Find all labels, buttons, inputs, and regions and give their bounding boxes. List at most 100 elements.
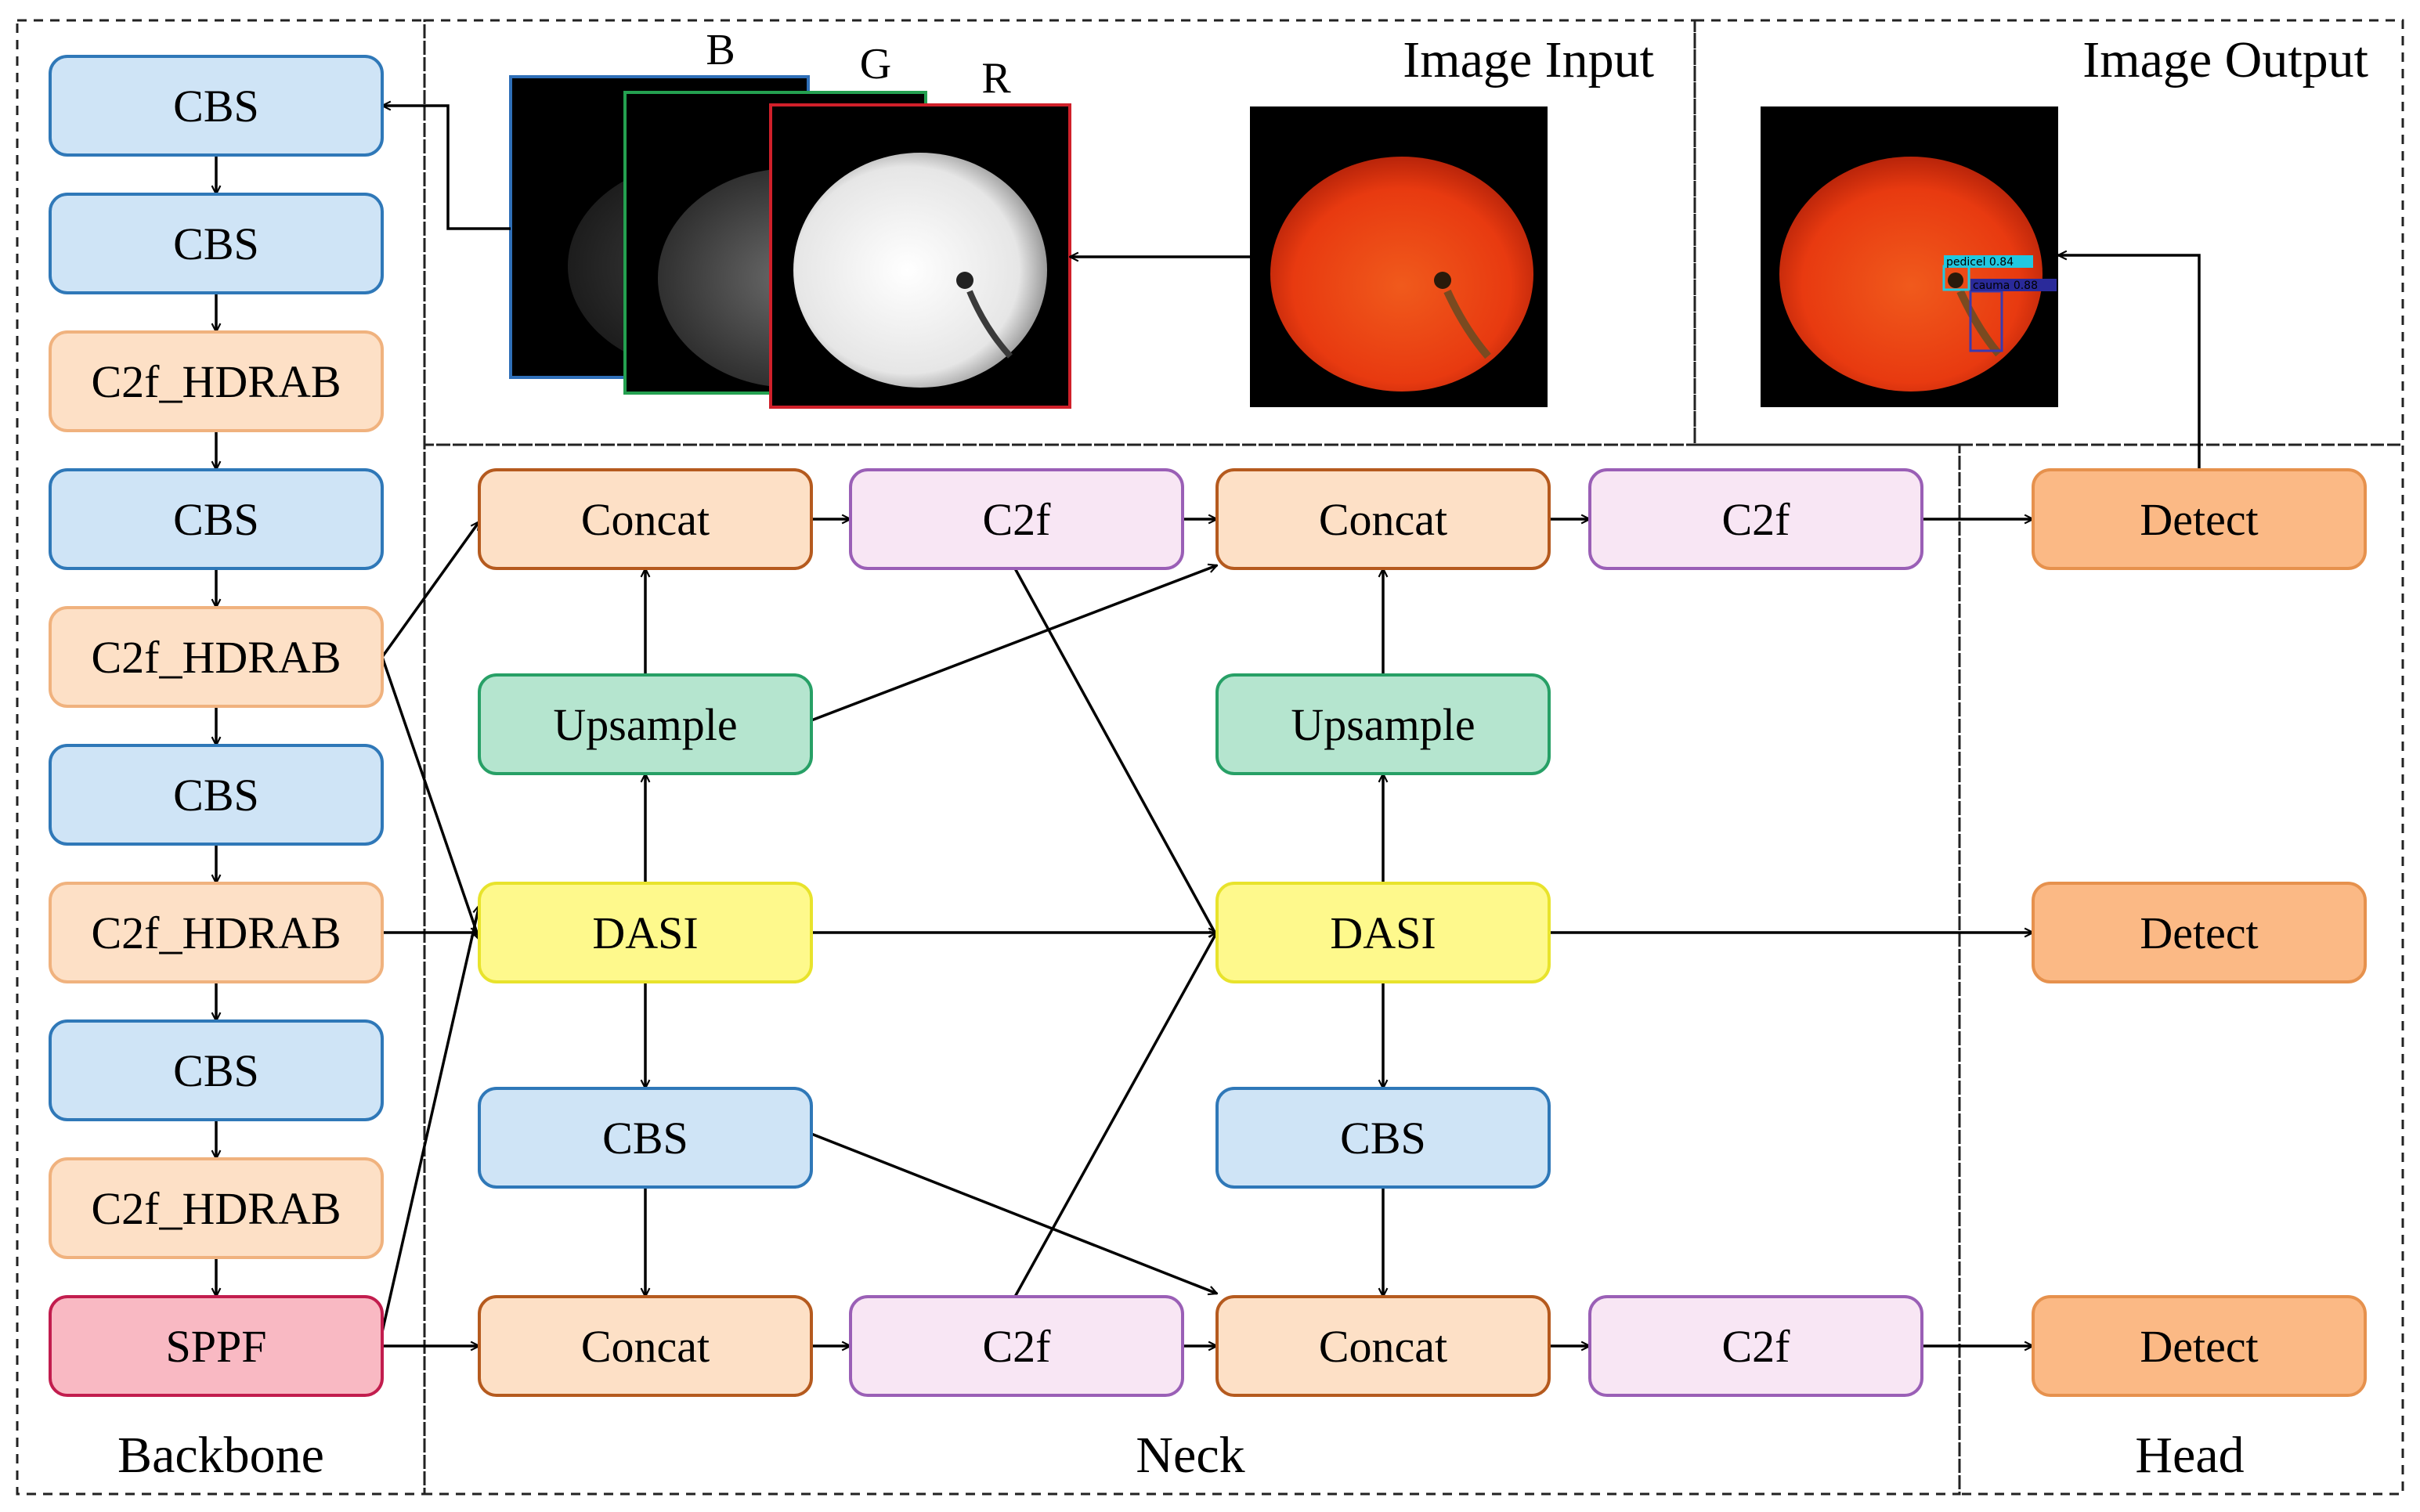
node-label: CBS [173,218,259,269]
neck-label: Neck [1136,1427,1244,1484]
node-da1: DASI [478,882,813,983]
node-box [1588,468,1923,570]
node-label: C2f_HDRAB [91,1183,341,1234]
node-label: C2f [1722,1321,1791,1372]
neck-frame [423,443,1961,1496]
node-label: Detect [2140,1321,2258,1372]
node-box [478,1295,813,1397]
channel-r-label: R [981,54,1011,103]
node-cb2: CBS [1215,1087,1551,1189]
node-bb0: CBS [49,55,384,157]
node-label: C2f [983,494,1052,545]
node-label: SPPF [165,1321,266,1372]
node-cT2: Concat [1215,468,1551,570]
orange-grayscale [793,153,1047,388]
node-label: CBS [1340,1113,1426,1164]
node-label: CBS [173,1045,259,1096]
nodes: CBS CBS C2f_HDRAB CBS C2f_HDRAB CBS C2f_HDRAB C… [49,55,2367,1397]
node-label: Concat [1319,494,1447,545]
node-cB1: Concat [478,1295,813,1397]
node-bb3: CBS [49,468,384,570]
node-box [49,606,384,708]
node-box [1215,1087,1551,1189]
node-box [2032,1295,2367,1397]
head-frame [1958,443,2404,1496]
node-box [49,1295,384,1397]
node-label: C2f_HDRAB [91,356,341,407]
hdrab2-to-concat-arrow [381,521,481,659]
cauma-label: cauma 0.88 [1973,280,2038,292]
input-photo [1250,106,1548,407]
node-fT1: C2f [849,468,1184,570]
node-up2: Upsample [1215,673,1551,775]
node-box [478,882,813,983]
node-box [49,468,384,570]
node-up1: Upsample [478,673,813,775]
sppf-to-dasi-arrow [381,905,479,1333]
node-box [849,468,1184,570]
image-output-title: Image Output [2082,31,2368,88]
node-box [2032,882,2367,983]
c2f-bot-to-dasi2-arrow [1013,932,1219,1297]
node-label: C2f [1722,494,1791,545]
channel-g-label: G [860,40,891,88]
node-bb6: C2f_HDRAB [49,882,384,983]
node-box [49,882,384,983]
hdrab2-to-dasi-arrow [381,656,479,940]
node-box [1215,882,1551,983]
output-photo: pedicel 0.84 cauma 0.88 [1761,106,2058,407]
node-label: Upsample [1291,699,1475,750]
node-label: C2f_HDRAB [91,632,341,683]
node-box [49,330,384,432]
c2f-top-to-dasi2-arrow [1013,568,1219,936]
node-label: CBS [173,81,259,132]
node-box [1215,673,1551,775]
head-to-output-arrow [2058,255,2201,470]
node-bb4: C2f_HDRAB [49,606,384,708]
node-box [49,55,384,157]
node-box [49,1019,384,1121]
channels-to-backbone-arrow [382,106,511,230]
node-bb8: C2f_HDRAB [49,1157,384,1259]
node-box [2032,468,2367,570]
node-dt1: Detect [2032,882,2367,983]
node-label: DASI [1330,908,1436,958]
node-label: Concat [1319,1321,1447,1372]
edges [216,106,2201,1346]
image-input-frame [423,19,1696,446]
node-label: C2f [983,1321,1052,1372]
node-box [478,673,813,775]
node-label: Concat [581,494,710,545]
node-box [849,1295,1184,1397]
node-label: CBS [173,494,259,545]
section-frames [16,19,2404,1496]
node-bb9: SPPF [49,1295,384,1397]
node-box [49,744,384,846]
head-label: Head [2135,1427,2244,1484]
upsample1-to-concat2-arrow [811,565,1217,722]
node-fB1: C2f [849,1295,1184,1397]
node-bb2: C2f_HDRAB [49,330,384,432]
node-label: DASI [592,908,698,958]
node-dt2: Detect [2032,1295,2367,1397]
node-box [49,193,384,294]
image-input-title: Image Input [1403,31,1654,88]
pedicel-label: pedicel 0.84 [1946,256,2014,269]
node-box [478,1087,813,1189]
node-box [1215,1295,1551,1397]
node-bb5: CBS [49,744,384,846]
node-cb1: CBS [478,1087,813,1189]
node-bb1: CBS [49,193,384,294]
node-label: CBS [602,1113,688,1164]
node-fT2: C2f [1588,468,1923,570]
node-cB2: Concat [1215,1295,1551,1397]
orange-fruit [1270,157,1533,392]
channel-b-label: B [706,26,735,74]
node-fB2: C2f [1588,1295,1923,1397]
node-box [49,1157,384,1259]
node-cT1: Concat [478,468,813,570]
channel-images: B G R [509,26,1071,409]
node-box [1215,468,1551,570]
node-label: Detect [2140,908,2258,958]
